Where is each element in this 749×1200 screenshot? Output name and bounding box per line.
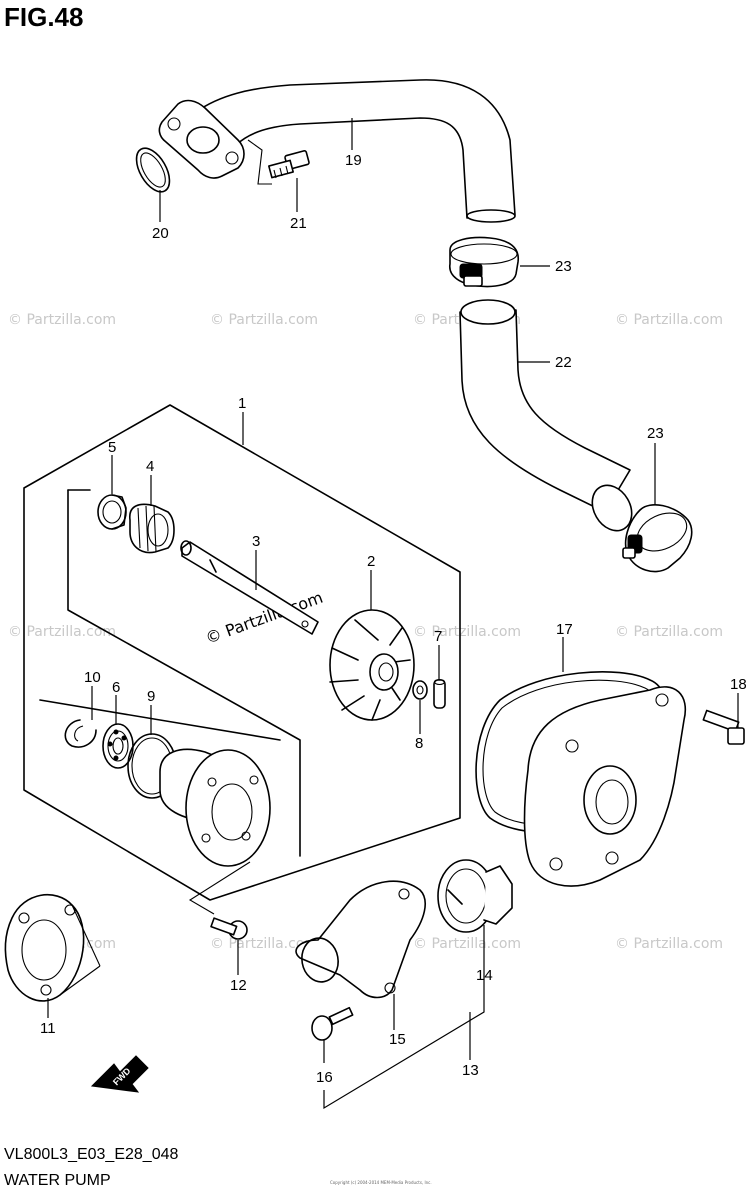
oil-seal-part-5: [97, 494, 127, 530]
hose-clamp-part-23-lower: [622, 504, 693, 573]
diagram-name: WATER PUMP: [4, 1172, 111, 1189]
watermark: © Partzilla.com: [615, 312, 723, 328]
callout-2: 2: [367, 553, 375, 570]
bolt-part-18: [702, 709, 745, 745]
gasket-part-11: [4, 893, 101, 1002]
pump-body-flange: [159, 748, 271, 867]
callout-12: 12: [230, 977, 247, 994]
callout-16: 16: [316, 1069, 333, 1086]
thermostat-part-14: [437, 859, 513, 933]
watermark: © Partzilla.com: [413, 624, 521, 640]
watermark: © Partzilla.com: [413, 936, 521, 952]
figure-title: FIG.48: [4, 2, 84, 32]
hose-part-22: [459, 299, 633, 532]
callout-10: 10: [84, 669, 101, 686]
callout-18: 18: [730, 676, 747, 693]
screw-part-12: [188, 861, 251, 940]
callout-1: 1: [238, 395, 246, 412]
o-ring-part-20: [135, 147, 171, 193]
watermark: © Partzilla.com: [210, 312, 318, 328]
mechanical-seal-part-4: [129, 503, 175, 554]
callout-11: 11: [40, 1020, 56, 1037]
leader-lines: [47, 118, 739, 1110]
watermark: © Partzilla.com: [8, 312, 116, 328]
callout-8: 8: [415, 735, 423, 752]
bearing-part-6: [102, 723, 134, 769]
hose-clamp-part-23-upper: [449, 236, 519, 288]
callout-labels: 19 21 20 23 22 23 1 5 4 3 2 7 8 10 6 9 1…: [40, 152, 747, 1086]
callout-20: 20: [152, 225, 169, 242]
shaft-part-3: [180, 540, 319, 635]
callout-6: 6: [112, 679, 120, 696]
callout-23-upper: 23: [555, 258, 572, 275]
pin-part-7: [433, 678, 446, 709]
water-pump-assembly-outline: [23, 404, 461, 901]
screw-part-16: [311, 1006, 354, 1041]
washer-part-8: [412, 680, 428, 700]
callout-17: 17: [556, 621, 573, 638]
callout-15: 15: [389, 1031, 406, 1048]
callout-9: 9: [147, 688, 155, 705]
watermark: © Partzilla.com: [210, 936, 318, 952]
thermostat-cover-part-15: [295, 880, 426, 999]
diagram-code: VL800L3_E03_E28_048: [4, 1146, 179, 1163]
callout-22: 22: [555, 354, 572, 371]
callout-13: 13: [462, 1062, 479, 1079]
watermark: © Partzilla.com: [8, 624, 116, 640]
callout-14: 14: [476, 967, 493, 984]
watermark: © Partzilla.com: [615, 624, 723, 640]
callout-19: 19: [345, 152, 362, 169]
pump-cover: [523, 686, 687, 887]
callout-4: 4: [146, 458, 154, 475]
forward-direction-arrow: FWD: [90, 1055, 149, 1093]
callout-23-lower: 23: [647, 425, 664, 442]
callout-5: 5: [108, 439, 116, 456]
outlet-pipe-part-19: [158, 79, 516, 223]
circlip-part-10: [64, 719, 97, 748]
impeller-part-2: [329, 609, 415, 721]
copyright-fine-print: Copyright (c) 2004-2014 MEM-Media Produc…: [330, 1180, 432, 1185]
bolt-part-21: [247, 139, 310, 185]
callout-3: 3: [252, 533, 260, 550]
callout-7: 7: [434, 628, 442, 645]
watermark: © Partzilla.com: [615, 936, 723, 952]
callout-21: 21: [290, 215, 307, 232]
